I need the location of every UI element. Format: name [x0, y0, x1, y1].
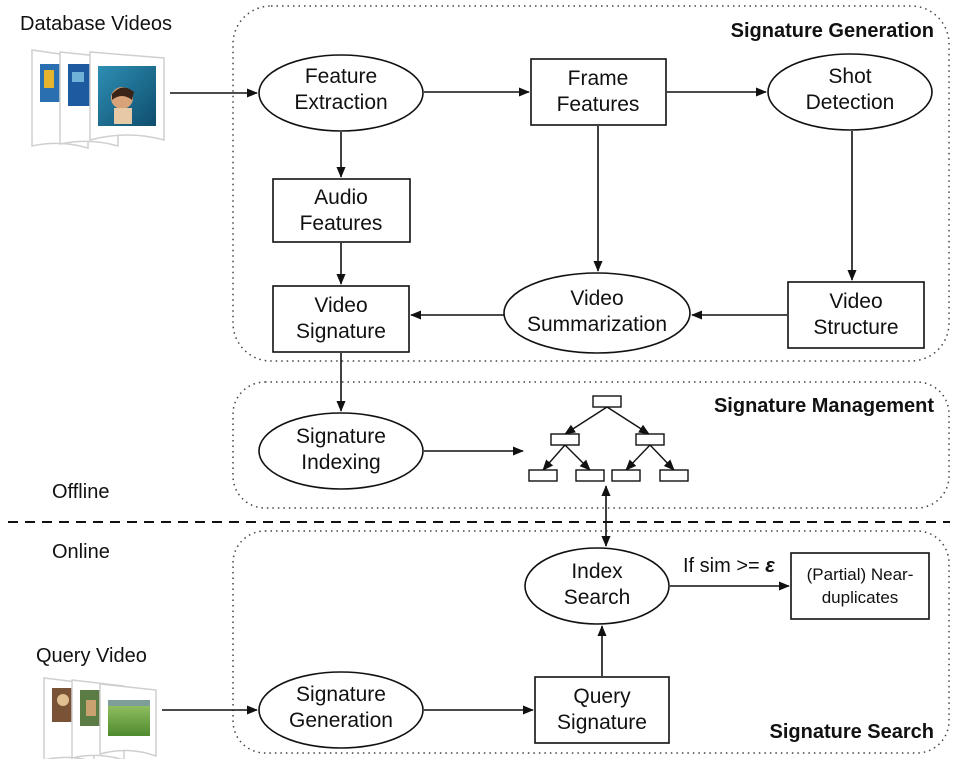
video-signature-line-1: Video	[314, 294, 367, 317]
signature-generation-line-2: Generation	[289, 709, 393, 732]
video-signature-node: Video Signature	[272, 285, 410, 353]
signature-search-region	[232, 530, 950, 754]
video-summarization-node: Video Summarization	[503, 272, 691, 354]
signature-indexing-line-2: Indexing	[301, 451, 380, 474]
audio-features-line-2: Features	[300, 212, 383, 235]
frame-features-line-2: Features	[557, 93, 640, 116]
shot-detection-node: Shot Detection	[767, 53, 933, 131]
video-structure-line-1: Video	[829, 290, 882, 313]
signature-indexing-line-1: Signature	[296, 425, 386, 448]
offline-label: Offline	[52, 481, 109, 503]
near-duplicates-line-2: duplicates	[822, 588, 899, 607]
video-signature-line-2: Signature	[296, 320, 386, 343]
query-video-icon	[43, 677, 157, 759]
similarity-condition-prefix: If sim >=	[683, 555, 765, 577]
signature-management-title: Signature Management	[714, 395, 934, 417]
query-signature-line-2: Signature	[557, 711, 647, 734]
video-summarization-line-2: Summarization	[527, 313, 667, 336]
online-label: Online	[52, 541, 110, 563]
query-signature-node: Query Signature	[534, 676, 670, 744]
signature-generation-line-1: Signature	[296, 683, 386, 706]
signature-generation-region	[232, 5, 950, 362]
index-tree-icon	[528, 395, 689, 482]
epsilon-symbol: ε	[765, 555, 775, 577]
database-videos-icon	[31, 49, 165, 149]
video-structure-node: Video Structure	[787, 281, 925, 349]
near-duplicates-node: (Partial) Near- duplicates	[790, 552, 930, 620]
frame-features-line-1: Frame	[568, 67, 629, 90]
shot-detection-line-1: Shot	[828, 65, 871, 88]
near-duplicates-line-1: (Partial) Near-	[807, 565, 914, 584]
index-search-line-2: Search	[564, 586, 631, 609]
database-videos-label: Database Videos	[20, 13, 172, 35]
query-signature-line-1: Query	[573, 685, 631, 708]
similarity-condition: If sim >= ε	[683, 555, 775, 577]
index-search-line-1: Index	[571, 560, 623, 583]
feature-extraction-node: Feature Extraction	[258, 54, 424, 132]
shot-detection-line-2: Detection	[806, 91, 895, 114]
video-summarization-line-1: Video	[570, 287, 623, 310]
index-search-node: Index Search	[524, 547, 670, 625]
signature-management-region	[232, 381, 950, 509]
frame-features-node: Frame Features	[530, 58, 667, 126]
signature-indexing-node: Signature Indexing	[258, 412, 424, 490]
signature-generation-node: Signature Generation	[258, 671, 424, 749]
audio-features-line-1: Audio	[314, 186, 368, 209]
signature-search-title: Signature Search	[769, 721, 934, 743]
audio-features-node: Audio Features	[272, 178, 411, 243]
feature-extraction-line-2: Extraction	[294, 91, 387, 114]
feature-extraction-line-1: Feature	[305, 65, 377, 88]
signature-generation-title: Signature Generation	[731, 20, 934, 42]
query-video-label: Query Video	[36, 645, 147, 667]
video-structure-line-2: Structure	[813, 316, 898, 339]
